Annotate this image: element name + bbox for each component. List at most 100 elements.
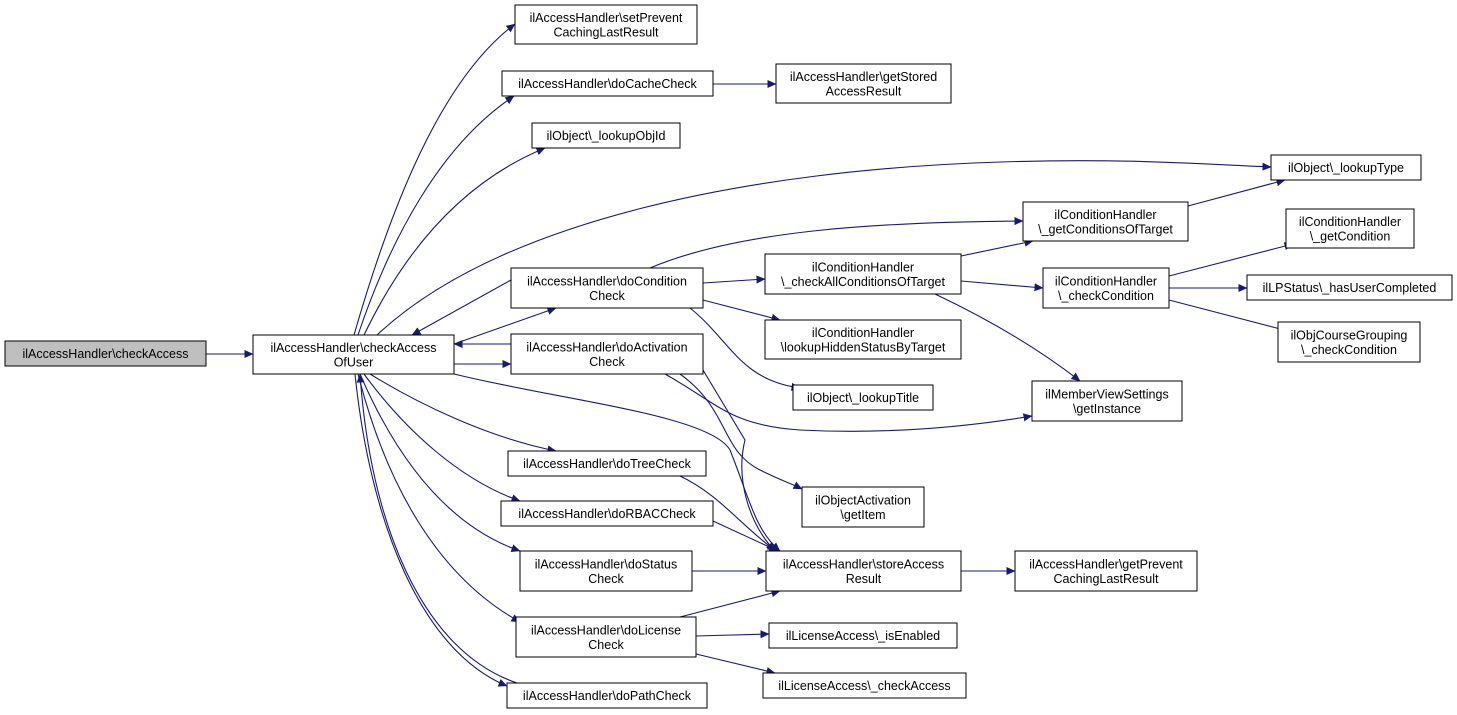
node-checkAllConditions[interactable]: ilConditionHandler\_checkAllConditionsOf… [764, 253, 962, 295]
node-doRBACCheck[interactable]: ilAccessHandler\doRBACCheck [500, 500, 714, 527]
node-label: ilAccessHandler\doActivation [526, 340, 687, 354]
node-label: ilConditionHandler [812, 260, 914, 274]
node-label: ilAccessHandler\storeAccess [783, 557, 944, 571]
node-getCondition[interactable]: ilConditionHandler\_getCondition [1285, 208, 1415, 249]
node-label: \getInstance [1073, 402, 1141, 416]
node-box [1270, 154, 1422, 181]
node-doCacheCheck[interactable]: ilAccessHandler\doCacheCheck [501, 70, 714, 97]
node-box [1285, 208, 1415, 249]
node-label: CachingLastResult [1054, 572, 1159, 586]
edge-checkAccessOfUser-to-doTreeCheck [369, 373, 557, 454]
edge-doConditionCheck-to-lookupHidden [702, 299, 781, 322]
node-label: ilAccessHandler\doCacheCheck [518, 77, 697, 91]
node-box [1246, 274, 1453, 301]
node-box [4, 340, 207, 367]
edge-doLicenseCheck-to-storeAccessResult [679, 589, 781, 618]
edge-checkAllConditions-to-getConditionsOfTarget [960, 238, 1034, 257]
node-box [514, 4, 698, 45]
node-box [515, 616, 697, 658]
node-objCourseGrouping[interactable]: ilObjCourseGrouping\_checkCondition [1277, 321, 1421, 363]
node-label: \_checkAllConditionsOfTarget [781, 275, 945, 289]
node-objectActivation[interactable]: ilObjectActivation\getItem [801, 486, 925, 528]
node-label: ilLicenseAccess\_checkAccess [778, 679, 950, 693]
node-label: Check [588, 638, 624, 652]
node-hasUserCompleted[interactable]: ilLPStatus\_hasUserCompleted [1246, 274, 1453, 301]
node-label: \lookupHiddenStatusByTarget [781, 340, 946, 354]
node-label: Check [588, 572, 624, 586]
node-label: Result [846, 572, 882, 586]
edge-doConditionCheck-to-checkAccessOfUser [411, 279, 512, 336]
node-box [510, 333, 704, 375]
node-box [506, 682, 708, 709]
node-label: ilObject\_lookupType [1288, 161, 1404, 175]
edge-doActivationCheck-to-memberView [664, 373, 1033, 432]
node-isEnabled[interactable]: ilLicenseAccess\_isEnabled [768, 622, 958, 649]
node-box [1022, 201, 1189, 242]
node-memberView[interactable]: ilMemberViewSettings\getInstance [1031, 380, 1183, 422]
node-label: ilConditionHandler [1054, 208, 1156, 222]
node-label: ilAccessHandler\getPrevent [1029, 557, 1183, 571]
node-label: \_checkCondition [1058, 289, 1154, 303]
node-box [519, 550, 693, 592]
node-label: ilConditionHandler [1055, 274, 1157, 288]
edge-getConditionsOfTarget-to-lookupType [1187, 178, 1286, 207]
node-doTreeCheck[interactable]: ilAccessHandler\doTreeCheck [507, 450, 707, 477]
edge-checkAccessOfUser-to-doLicenseCheck [357, 373, 521, 623]
node-label: \_getCondition [1310, 229, 1391, 243]
node-box [762, 672, 967, 699]
edge-checkCondition-to-objCourseGrouping [1168, 299, 1289, 333]
node-getConditionsOfTarget[interactable]: ilConditionHandler\_getConditionsOfTarge… [1022, 201, 1189, 242]
node-lookupObjId[interactable]: ilObject\_lookupObjId [531, 122, 681, 149]
edge-checkCondition-to-getCondition [1168, 242, 1294, 277]
edge-checkAccessOfUser-to-lookupType [376, 160, 1272, 336]
node-label: ilAccessHandler\doLicense [531, 623, 681, 637]
node-label: ilAccessHandler\doPathCheck [523, 689, 692, 703]
edge-checkAccessOfUser-to-doCacheCheck [357, 95, 515, 336]
node-checkAccess[interactable]: ilAccessHandler\checkAccess [4, 340, 207, 367]
node-box [500, 500, 714, 527]
node-lookupTitle[interactable]: ilObject\_lookupTitle [792, 384, 934, 411]
node-label: ilLPStatus\_hasUserCompleted [1263, 281, 1437, 295]
node-label: ilAccessHandler\doStatus [535, 557, 677, 571]
node-label: ilAccessHandler\getStored [790, 70, 937, 84]
node-box [531, 122, 681, 149]
node-box [1277, 321, 1421, 363]
node-label: ilConditionHandler [1299, 215, 1401, 229]
node-lookupHidden[interactable]: ilConditionHandler\lookupHiddenStatusByT… [764, 319, 962, 360]
node-licenseCheckAccess[interactable]: ilLicenseAccess\_checkAccess [762, 672, 967, 699]
node-label: ilObjCourseGrouping [1291, 328, 1408, 342]
edge-doConditionCheck-to-getConditionsOfTarget [649, 217, 1024, 269]
node-doPathCheck[interactable]: ilAccessHandler\doPathCheck [506, 682, 708, 709]
edge-checkAccessOfUser-to-doPathCheck [354, 373, 508, 687]
node-label: ilAccessHandler\doRBACCheck [518, 507, 696, 521]
node-label: \getItem [840, 508, 885, 522]
edge-doActivationCheck-to-storeAccessResult [702, 369, 776, 552]
node-label: ilMemberViewSettings [1045, 387, 1168, 401]
edge-doPathCheck-to-checkAccessOfUser [356, 373, 518, 684]
node-label: AccessResult [826, 84, 902, 98]
edge-doActivationCheck-to-objectActivation [679, 373, 803, 490]
node-checkCondition[interactable]: ilConditionHandler\_checkCondition [1042, 267, 1170, 309]
node-box [507, 450, 707, 477]
node-label: \_checkCondition [1301, 343, 1397, 357]
edge-doConditionCheck-to-checkAllConditions [702, 275, 766, 284]
node-lookupType[interactable]: ilObject\_lookupType [1270, 154, 1422, 181]
node-setPrevent[interactable]: ilAccessHandler\setPreventCachingLastRes… [514, 4, 698, 45]
node-label: CachingLastResult [554, 25, 659, 39]
edge-checkAllConditions-to-memberView [934, 293, 1081, 382]
node-label: ilAccessHandler\doTreeCheck [523, 457, 691, 471]
edge-checkAccessOfUser-to-lookupObjId [363, 147, 546, 336]
node-getPrevent[interactable]: ilAccessHandler\getPreventCachingLastRes… [1014, 550, 1198, 592]
node-box [510, 267, 704, 309]
node-label: ilObject\_lookupObjId [547, 129, 666, 143]
node-box [1031, 380, 1183, 422]
edge-checkAccessOfUser-to-doConditionCheck [453, 307, 557, 345]
node-label: ilObject\_lookupTitle [807, 391, 919, 405]
